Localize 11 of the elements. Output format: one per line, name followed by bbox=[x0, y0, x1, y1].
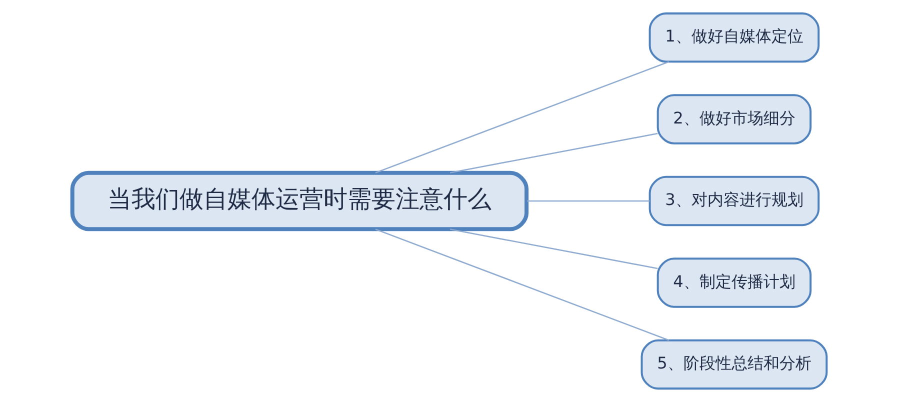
node-box: 1、做好自媒体定位 bbox=[648, 12, 820, 63]
node-box: 4、制定传播计划 bbox=[656, 258, 812, 308]
node-box: 3、对内容进行规划 bbox=[648, 176, 820, 226]
connector bbox=[374, 228, 669, 341]
node-box: 5、阶段性总结和分析 bbox=[640, 339, 828, 390]
connector bbox=[374, 61, 669, 174]
node-box: 当我们做自媒体运营时需要注意什么 bbox=[70, 170, 528, 232]
node-box: 2、做好市场细分 bbox=[656, 94, 812, 144]
connector bbox=[526, 200, 650, 202]
connector bbox=[449, 228, 658, 270]
connector bbox=[449, 132, 658, 174]
